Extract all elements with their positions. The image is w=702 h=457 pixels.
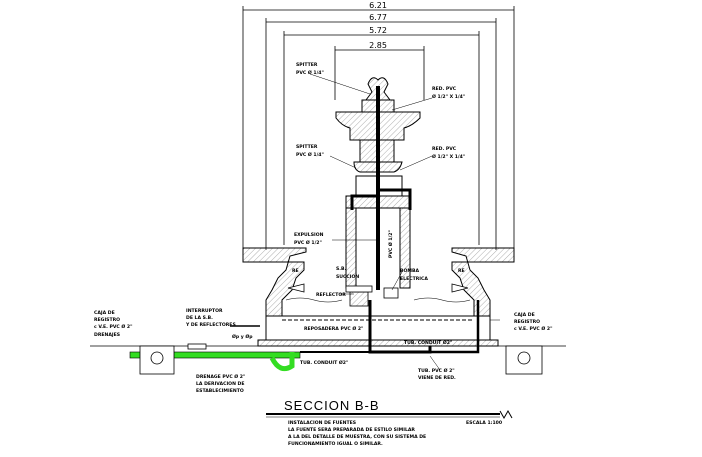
label-spitter-top: SPITTER PVC Ø 1/4" <box>296 62 324 76</box>
label-reflector-left-code: RE <box>292 268 299 274</box>
fountain-body <box>90 77 566 347</box>
reflector-left <box>287 283 305 293</box>
registry-box-right <box>505 345 543 375</box>
svg-text:PVC Ø 1/4": PVC Ø 1/4" <box>296 151 324 158</box>
dimension-lines <box>242 6 515 255</box>
svg-text:EXPULSION: EXPULSION <box>294 232 324 238</box>
svg-text:ESTABLECIMIENTO: ESTABLECIMIENTO <box>196 388 244 394</box>
svg-text:PVC Ø 1/4": PVC Ø 1/4" <box>296 69 324 76</box>
note-line-1: LA FUENTE SERA PREPARADA DE ESTILO SIMIL… <box>288 427 415 433</box>
reflector-right <box>451 283 469 293</box>
leader-lines <box>238 73 500 371</box>
svg-text:RED. PVC: RED. PVC <box>432 86 457 92</box>
dimension-inner-basin: 5.72 <box>369 26 387 35</box>
title-block: SECCION B-B INSTALACION DE FUENTES ESCAL… <box>266 398 513 447</box>
drawing-subtitle: INSTALACION DE FUENTES <box>288 420 356 426</box>
dimension-column: 2.85 <box>369 41 387 50</box>
green-supply-pipe <box>129 343 301 372</box>
registry-box-left <box>139 345 175 375</box>
label-spitter-mid: SPITTER PVC Ø 1/4" <box>296 144 324 158</box>
label-reflector: REFLECTOR <box>316 292 346 298</box>
svg-text:SUCCION: SUCCION <box>336 274 359 280</box>
svg-text:LA DERIVACION DE: LA DERIVACION DE <box>196 381 244 387</box>
label-small-note: Øp y Øp <box>232 333 253 340</box>
svg-text:Y DE REFLECTORES: Y DE REFLECTORES <box>185 322 236 328</box>
svg-text:c V.E. PVC Ø 2": c V.E. PVC Ø 2" <box>94 323 133 330</box>
label-sb: S.B. SUCCION <box>336 266 359 280</box>
pipes <box>230 86 480 354</box>
svg-text:VIENE DE RED.: VIENE DE RED. <box>418 375 456 381</box>
svg-text:RED. PVC: RED. PVC <box>432 146 457 152</box>
svg-text:S.B.: S.B. <box>336 266 347 272</box>
svg-text:SPITTER: SPITTER <box>296 144 318 150</box>
label-tub-conduit-left: TUB. CONDUIT Ø2" <box>300 359 348 366</box>
svg-text:REGISTRO: REGISTRO <box>94 317 120 323</box>
svg-text:c V.E. PVC Ø 2": c V.E. PVC Ø 2" <box>514 325 553 332</box>
dimension-outer-basin: 6.77 <box>369 13 387 22</box>
svg-text:SPITTER: SPITTER <box>296 62 318 68</box>
label-red-pvc-top: RED. PVC Ø 1/2" X 1/4" <box>432 86 465 100</box>
svg-text:PVC Ø 1/2": PVC Ø 1/2" <box>294 239 322 246</box>
svg-text:Ø 1/2" X 1/4": Ø 1/2" X 1/4" <box>432 93 465 100</box>
label-reposadera: REPOSADERA PVC Ø 2" <box>304 325 363 332</box>
label-reflector-right-code: RE <box>458 268 465 274</box>
svg-text:DRENAJES: DRENAJES <box>94 332 120 338</box>
svg-text:Ø 1/2" X 1/4": Ø 1/2" X 1/4" <box>432 153 465 160</box>
svg-text:REGISTRO: REGISTRO <box>514 319 540 325</box>
label-tub-pvc: TUB. PVC Ø 2" VIENE DE RED. <box>418 367 456 381</box>
note-line-2: A LA DEL DETALLE DE MUESTRA, CON SU SIST… <box>288 434 426 440</box>
label-caja-left: CAJA DE REGISTRO c V.E. PVC Ø 2" DRENAJE… <box>94 310 133 338</box>
label-bomba: BOMBA ELECTRICA <box>400 268 428 282</box>
pump-assembly <box>345 285 399 307</box>
label-drenage: DRENAGE PVC Ø 2" LA DERIVACION DE ESTABL… <box>196 373 245 394</box>
label-tub-conduit-right: TUB. CONDUIT Ø2" <box>404 339 452 346</box>
svg-text:INTERRUPTOR: INTERRUPTOR <box>186 308 223 314</box>
svg-text:CAJA DE: CAJA DE <box>94 310 115 316</box>
svg-text:CAJA DE: CAJA DE <box>514 312 535 318</box>
svg-text:DRENAGE PVC Ø 2": DRENAGE PVC Ø 2" <box>196 373 245 380</box>
drawing-title: SECCION B-B <box>284 398 380 413</box>
label-red-pvc-mid: RED. PVC Ø 1/2" X 1/4" <box>432 146 465 160</box>
svg-text:TUB. PVC Ø 2": TUB. PVC Ø 2" <box>418 367 455 374</box>
label-caja-right: CAJA DE REGISTRO c V.E. PVC Ø 2" <box>514 312 553 332</box>
note-line-3: FUNCIONAMIENTO IGUAL O SIMILAR. <box>288 441 383 447</box>
svg-text:BOMBA: BOMBA <box>400 268 419 274</box>
svg-text:ELECTRICA: ELECTRICA <box>400 276 428 282</box>
label-interruptor: INTERRUPTOR DE LA S.B. Y DE REFLECTORES <box>185 308 236 328</box>
drawing-scale: ESCALA 1:100 <box>466 420 502 426</box>
dimension-overall: 6.21 <box>369 1 387 10</box>
label-pvc-vertical: PVC Ø 1/2" <box>387 230 394 258</box>
svg-text:DE LA S.B.: DE LA S.B. <box>186 315 213 321</box>
label-expulsion: EXPULSION PVC Ø 1/2" <box>294 232 324 246</box>
